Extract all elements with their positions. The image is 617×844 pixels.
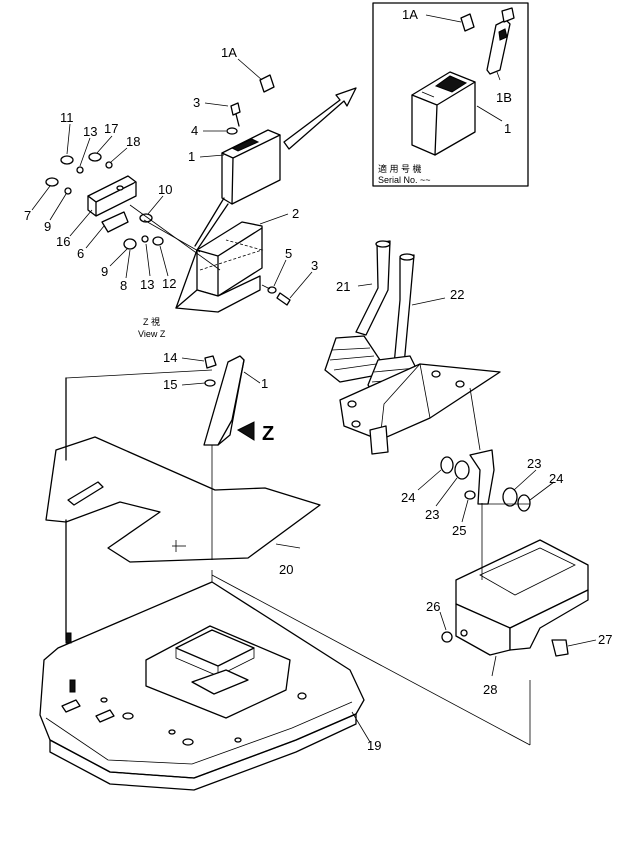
callout-19: 19: [367, 738, 381, 753]
callout-16: 16: [56, 234, 70, 249]
view-cjk: Z 視: [143, 316, 160, 327]
detail-arrow: [283, 87, 357, 150]
view-z-detail: Z 14 15 1: [163, 350, 274, 462]
serial-label: Serial No. ~~: [378, 175, 431, 185]
callout-11: 11: [60, 110, 74, 125]
lever-cover: 26 27 28: [426, 503, 612, 697]
callout-5: 5: [285, 246, 292, 261]
callout-1b: 1: [261, 376, 268, 391]
callout-17: 17: [104, 121, 118, 136]
callout-27: 27: [598, 632, 612, 647]
inset-frame: [372, 2, 529, 187]
callout-13a: 13: [83, 124, 97, 139]
callout-9a: 9: [44, 219, 51, 234]
callouts-upper: 1A 3 4 1 2 5 3 11 13 17 18 10 7 9 16 6 9…: [24, 45, 318, 339]
callout-9b: 9: [101, 264, 108, 279]
callout-23b: 23: [527, 456, 541, 471]
callout-1B: 1B: [496, 90, 512, 105]
view-z-arrow: [236, 421, 255, 441]
callout-1-inset: 1: [504, 121, 511, 136]
view-label: View Z: [138, 329, 166, 339]
callout-1A-inset: 1A: [402, 7, 418, 22]
floor-frame: 19: [39, 462, 531, 791]
callout-4: 4: [191, 123, 198, 138]
bushings: 24 23 23 24 25: [401, 449, 563, 538]
callout-21: 21: [336, 279, 350, 294]
view-z-letter: Z: [262, 423, 274, 445]
callout-25: 25: [452, 523, 466, 538]
callout-24b: 24: [549, 471, 563, 486]
callout-13b: 13: [140, 277, 154, 292]
callout-18: 18: [126, 134, 140, 149]
callout-1a: 1: [188, 149, 195, 164]
cap-1a-inset: [460, 13, 475, 32]
callout-15: 15: [163, 377, 177, 392]
callout-14: 14: [163, 350, 177, 365]
sleeve-1b-inset: [486, 19, 511, 75]
callout-24a: 24: [401, 490, 415, 505]
callout-1A: 1A: [221, 45, 237, 60]
callout-12: 12: [162, 276, 176, 291]
control-levers: 21 22: [324, 240, 501, 455]
console-assembly: [45, 74, 291, 313]
callout-6: 6: [77, 246, 84, 261]
callout-20: 20: [279, 562, 293, 577]
callout-7: 7: [24, 208, 31, 223]
callout-22: 22: [450, 287, 464, 302]
callout-3b: 3: [311, 258, 318, 273]
floor-mat: 20: [45, 369, 321, 577]
switch-box-inset: [411, 71, 476, 156]
callout-10: 10: [158, 182, 172, 197]
inset-detail: 1A 1B 1 適 用 号 機 Serial No. ~~: [372, 2, 529, 187]
callout-26: 26: [426, 599, 440, 614]
callout-23a: 23: [425, 507, 439, 522]
callout-3a: 3: [193, 95, 200, 110]
callout-28: 28: [483, 682, 497, 697]
serial-cjk: 適 用 号 機: [378, 163, 422, 174]
callout-8: 8: [120, 278, 127, 293]
callout-2: 2: [292, 206, 299, 221]
